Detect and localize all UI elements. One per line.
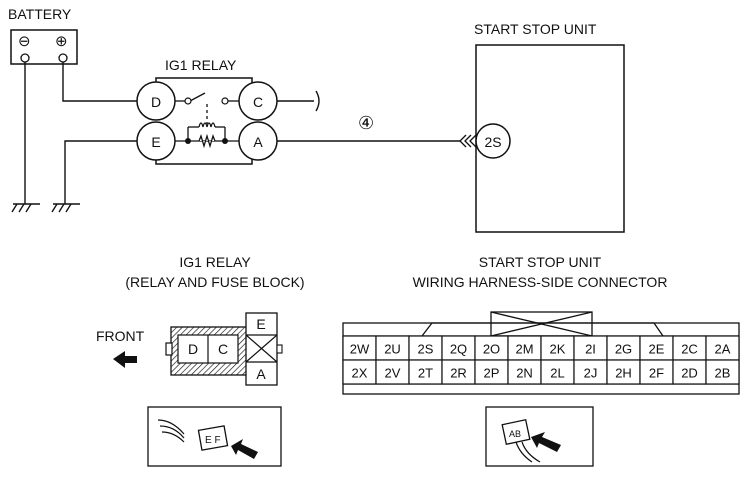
relay-connector-cell-d: D <box>188 341 198 357</box>
battery-negative-terminal <box>20 53 30 63</box>
unit-connector-cell-label: 2N <box>516 366 533 381</box>
relay-coil-icon <box>198 122 216 128</box>
battery-positive-terminal <box>58 53 68 63</box>
unit-connector-cell-label: 2A <box>715 342 731 357</box>
relay-pin-d-label: D <box>151 94 161 110</box>
relay-thumbnail-wires-icon <box>157 419 185 443</box>
unit-connector-cell-label: 2E <box>649 342 665 357</box>
unit-connector-cell-label: 2X <box>352 366 368 381</box>
unit-connector-cell-label: 2F <box>649 366 664 381</box>
relay-pin-d <box>136 81 176 121</box>
unit-connector-cell-label: 2P <box>484 366 500 381</box>
unit-connector-cell-label: 2O <box>483 342 500 357</box>
unit-title: START STOP UNIT <box>474 21 597 37</box>
unit-connector-cell-label: 2S <box>418 342 434 357</box>
relay-connector-cell-c: C <box>218 341 228 357</box>
unit-connector-cell-label: 2C <box>681 342 698 357</box>
relay-junction-left <box>185 138 191 144</box>
unit-connector-cell-label: 2J <box>584 366 598 381</box>
unit-thumbnail-connector <box>501 418 531 446</box>
front-arrow-icon <box>113 351 137 368</box>
unit-connector-cell <box>342 335 377 361</box>
relay-resistor-icon <box>198 133 216 149</box>
unit-connector-cell <box>672 359 707 385</box>
ground-icon-2 <box>51 203 80 213</box>
unit-connector-cell-label: 2U <box>384 342 401 357</box>
unit-connector-cell <box>540 359 575 385</box>
unit-connector-cell-label: 2W <box>350 342 370 357</box>
unit-connector-cell-label: 2L <box>550 366 564 381</box>
unit-connector-cell-label: 2M <box>515 342 533 357</box>
relay-connector-cell-e: E <box>256 316 265 332</box>
wire-number-label: ④ <box>358 113 374 133</box>
unit-thumbnail-arrow-icon <box>531 432 561 452</box>
unit-thumbnail-wires-icon <box>515 441 541 463</box>
relay-switch-contact-right <box>221 97 229 105</box>
battery-label: BATTERY <box>8 6 72 22</box>
unit-connector-cell <box>639 335 674 361</box>
relay-connector-latch <box>165 342 173 356</box>
unit-pin-2s <box>475 123 511 159</box>
ground-icon-1 <box>11 203 40 213</box>
wire-pin-c-continuation <box>277 90 320 112</box>
unit-connector-cell-label: 2G <box>615 342 632 357</box>
relay-switch-contact-left <box>184 97 192 105</box>
relay-thumbnail-arrow-icon <box>231 439 258 459</box>
unit-connector-cell <box>408 359 443 385</box>
relay-junction-right <box>222 138 228 144</box>
relay-pin-e <box>136 121 176 161</box>
unit-connector-cell-label: 2K <box>550 342 566 357</box>
unit-connector-cell <box>375 359 410 385</box>
battery-negative-icon: ⊖ <box>18 33 31 50</box>
relay-thumbnail-label: E F <box>205 435 221 446</box>
battery-box <box>10 29 78 65</box>
unit-connector-cell-label: 2H <box>615 366 632 381</box>
relay-thumbnail-connector <box>197 425 229 451</box>
relay-pin-c-label: C <box>253 94 263 110</box>
unit-pin-2s-label: 2S <box>484 134 501 150</box>
unit-connector-cell <box>672 335 707 361</box>
relay-pin-e-label: E <box>151 134 160 150</box>
unit-connector-cell-label: 2I <box>585 342 596 357</box>
unit-connector-title-2: WIRING HARNESS-SIDE CONNECTOR <box>413 274 668 290</box>
unit-connector-cell-label: 2R <box>450 366 467 381</box>
unit-connector-cell <box>705 359 740 385</box>
unit-connector-cell-label: 2D <box>681 366 698 381</box>
unit-thumbnail-label: AB <box>509 429 521 439</box>
unit-connector-cell-label: 2Q <box>450 342 467 357</box>
unit-connector-cell-label: 2B <box>715 366 731 381</box>
unit-connector-cell-label: 2V <box>385 366 401 381</box>
relay-outline <box>155 77 253 165</box>
relay-connector-title-1: IG1 RELAY <box>179 254 251 270</box>
connector-arrow-icon <box>459 134 477 148</box>
unit-connector-cell <box>441 335 476 361</box>
relay-pin-a-label: A <box>253 134 263 150</box>
relay-connector-title-2: (RELAY AND FUSE BLOCK) <box>125 274 304 290</box>
unit-connector-grid: 2W 2U 2S 2Q 2O 2M 2K 2I 2G 2E 2C 2A 2X 2V 2T 2R 2P 2N 2L 2J… <box>342 335 740 385</box>
relay-connector-cell-a: A <box>256 366 266 382</box>
unit-connector-title-1: START STOP UNIT <box>479 254 602 270</box>
unit-connector-cell <box>507 335 542 361</box>
unit-connector-cell-label: 2T <box>418 366 433 381</box>
battery-positive-icon: ⊕ <box>55 33 68 50</box>
front-label: FRONT <box>96 328 145 344</box>
battery-wires <box>24 62 137 204</box>
unit-connector-cell <box>342 359 377 385</box>
relay-title: IG1 RELAY <box>165 57 237 73</box>
